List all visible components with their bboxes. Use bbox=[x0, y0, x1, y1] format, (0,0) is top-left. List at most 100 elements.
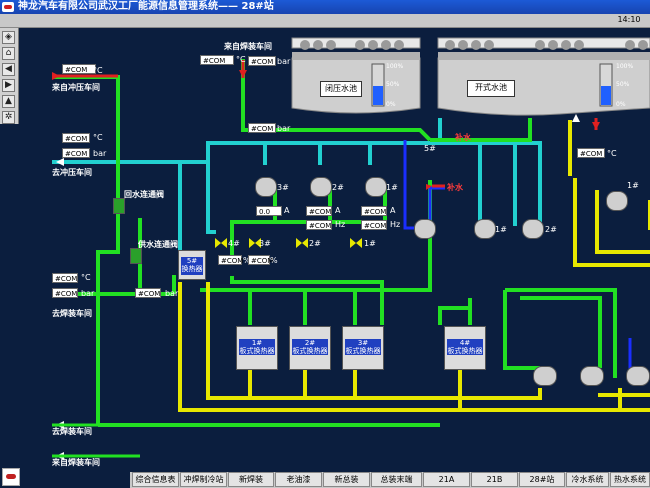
yellow-pipes bbox=[178, 120, 650, 412]
label-return-valve: 回水连通阀 bbox=[124, 190, 164, 199]
hx-5-label: 5# 换热器 bbox=[181, 257, 203, 275]
label-from-weld-top: 来自焊装车间 bbox=[224, 42, 272, 51]
valve-3[interactable] bbox=[249, 238, 261, 248]
valve-5-label: 5# bbox=[424, 144, 436, 153]
hx-4-label: 4# 板式换热器 bbox=[447, 339, 483, 355]
tab-8[interactable]: 28#站 bbox=[519, 472, 565, 487]
valve-1-label: 1# bbox=[364, 239, 376, 248]
valve-4-opening: #COM bbox=[218, 255, 243, 265]
hx-3[interactable]: 3# 板式换热器 bbox=[342, 326, 384, 370]
supply-connect-valve[interactable] bbox=[130, 248, 142, 264]
label-from-weld-bottom: 来自焊装车间 bbox=[52, 458, 100, 467]
settings-icon[interactable]: ✲ bbox=[2, 111, 15, 124]
pump-3[interactable] bbox=[255, 177, 277, 197]
open-tank-pct-100: 100% bbox=[616, 63, 634, 70]
up-icon[interactable]: ▲ bbox=[2, 95, 15, 108]
pump-2c[interactable] bbox=[522, 219, 544, 239]
home-icon[interactable]: ⌂ bbox=[2, 47, 15, 60]
unit-a-3: A bbox=[390, 206, 396, 215]
pump-1c[interactable] bbox=[474, 219, 496, 239]
unit-c-5: °C bbox=[607, 149, 617, 158]
pump-1-current: #COM bbox=[361, 206, 387, 216]
closed-tank-label: 闭压水池 bbox=[320, 81, 362, 97]
label-supply-valve: 供水连通阀 bbox=[138, 240, 178, 249]
tab-3[interactable]: 老油漆 bbox=[275, 472, 322, 487]
open-tank bbox=[437, 37, 650, 116]
unit-hz-1: Hz bbox=[335, 220, 346, 229]
hx-4[interactable]: 4# 板式换热器 bbox=[444, 326, 486, 370]
valve-1[interactable] bbox=[350, 238, 362, 248]
label-to-weld-1: 去焊装车间 bbox=[52, 309, 92, 318]
cyan-pipes bbox=[52, 118, 542, 255]
tab-9[interactable]: 冷水系统 bbox=[566, 472, 609, 487]
unit-pct-2: % bbox=[270, 256, 278, 265]
unit-a-2: A bbox=[335, 206, 341, 215]
open-tank-pct-50: 50% bbox=[616, 81, 630, 88]
pump-1[interactable] bbox=[365, 177, 387, 197]
label-makeup-water-2: 补水 bbox=[447, 183, 463, 192]
bar-from-weld-top: #COM bbox=[248, 56, 276, 66]
valve-3-opening: #COM bbox=[248, 255, 273, 265]
back-icon[interactable]: ◀ bbox=[2, 63, 15, 76]
pump-right-1-label: 1# bbox=[627, 181, 639, 190]
tab-5[interactable]: 总装末端 bbox=[371, 472, 422, 487]
company-logo-icon bbox=[2, 2, 14, 12]
unit-c-1: °C bbox=[236, 55, 246, 64]
hx-2[interactable]: 2# 板式换热器 bbox=[289, 326, 331, 370]
label-to-stamp: 去冲压车间 bbox=[52, 168, 92, 177]
process-diagram bbox=[52, 37, 650, 460]
open-tank-pct-0: 0% bbox=[616, 101, 626, 108]
unit-bar-5: bar bbox=[165, 289, 179, 298]
pump-3-label: 3# bbox=[277, 183, 289, 192]
bar-mid: #COM bbox=[248, 123, 276, 133]
unit-bar-3: bar bbox=[93, 149, 107, 158]
blue-pipes bbox=[403, 140, 632, 372]
title-bar: 神龙汽车有限公司武汉工厂能源信息管理系统—— 28#站 bbox=[0, 0, 650, 14]
tab-4[interactable]: 新总装 bbox=[323, 472, 370, 487]
pump-right-1[interactable] bbox=[606, 191, 628, 211]
valve-5[interactable] bbox=[418, 131, 432, 139]
unit-c-2: °C bbox=[93, 66, 103, 75]
label-to-weld-2: 去焊装车间 bbox=[52, 427, 92, 436]
tab-0[interactable]: 综合信息表 bbox=[132, 472, 179, 487]
valve-2[interactable] bbox=[296, 238, 308, 248]
tab-1[interactable]: 冲焊制冷站 bbox=[180, 472, 227, 487]
pump-bottom-2[interactable] bbox=[580, 366, 604, 386]
pump-3-current: 0.0 bbox=[256, 206, 282, 216]
pin-icon[interactable]: ◈ bbox=[2, 31, 15, 44]
forward-icon[interactable]: ▶ bbox=[2, 79, 15, 92]
hx-3-label: 3# 板式换热器 bbox=[345, 339, 381, 355]
pump-bottom-3[interactable] bbox=[626, 366, 650, 386]
hx-1-label: 1# 板式换热器 bbox=[239, 339, 275, 355]
pump-1-label: 1# bbox=[386, 183, 398, 192]
hx-5[interactable]: 5# 换热器 bbox=[178, 250, 206, 280]
pump-1b-label: 1# bbox=[495, 225, 507, 234]
pump-1b[interactable] bbox=[414, 219, 436, 239]
status-bar: 14:10 bbox=[0, 14, 650, 28]
closed-tank bbox=[291, 37, 421, 114]
return-connect-valve[interactable] bbox=[113, 198, 125, 214]
left-toolbar: ◈ ⌂ ◀ ▶ ▲ ✲ bbox=[0, 28, 19, 124]
tab-10[interactable]: 热水系统 bbox=[610, 472, 650, 487]
window-title: 神龙汽车有限公司武汉工厂能源信息管理系统—— 28#站 bbox=[18, 1, 274, 12]
closed-tank-pct-50: 50% bbox=[386, 81, 400, 88]
bottom-logo-icon bbox=[2, 468, 20, 486]
tab-6[interactable]: 21A bbox=[423, 472, 470, 487]
valve-4[interactable] bbox=[215, 238, 227, 248]
label-from-stamp: 来自冲压车间 bbox=[52, 83, 100, 92]
closed-tank-pct-0: 0% bbox=[386, 101, 396, 108]
hx-1[interactable]: 1# 板式换热器 bbox=[236, 326, 278, 370]
pump-2[interactable] bbox=[310, 177, 332, 197]
pump-bottom-1[interactable] bbox=[533, 366, 557, 386]
pump-2-label: 2# bbox=[332, 183, 344, 192]
pump-2-current: #COM bbox=[306, 206, 332, 216]
temp-from-stamp: #COM bbox=[62, 64, 96, 74]
pump-2b-label: 2# bbox=[545, 225, 557, 234]
tab-2[interactable]: 新焊装 bbox=[228, 472, 274, 487]
unit-c-4: °C bbox=[81, 273, 91, 282]
bar-to-weld: #COM bbox=[52, 288, 78, 298]
closed-tank-pct-100: 100% bbox=[386, 63, 404, 70]
tab-7[interactable]: 21B bbox=[471, 472, 518, 487]
temp-to-weld: #COM bbox=[52, 273, 78, 283]
unit-bar-2: bar bbox=[277, 124, 291, 133]
